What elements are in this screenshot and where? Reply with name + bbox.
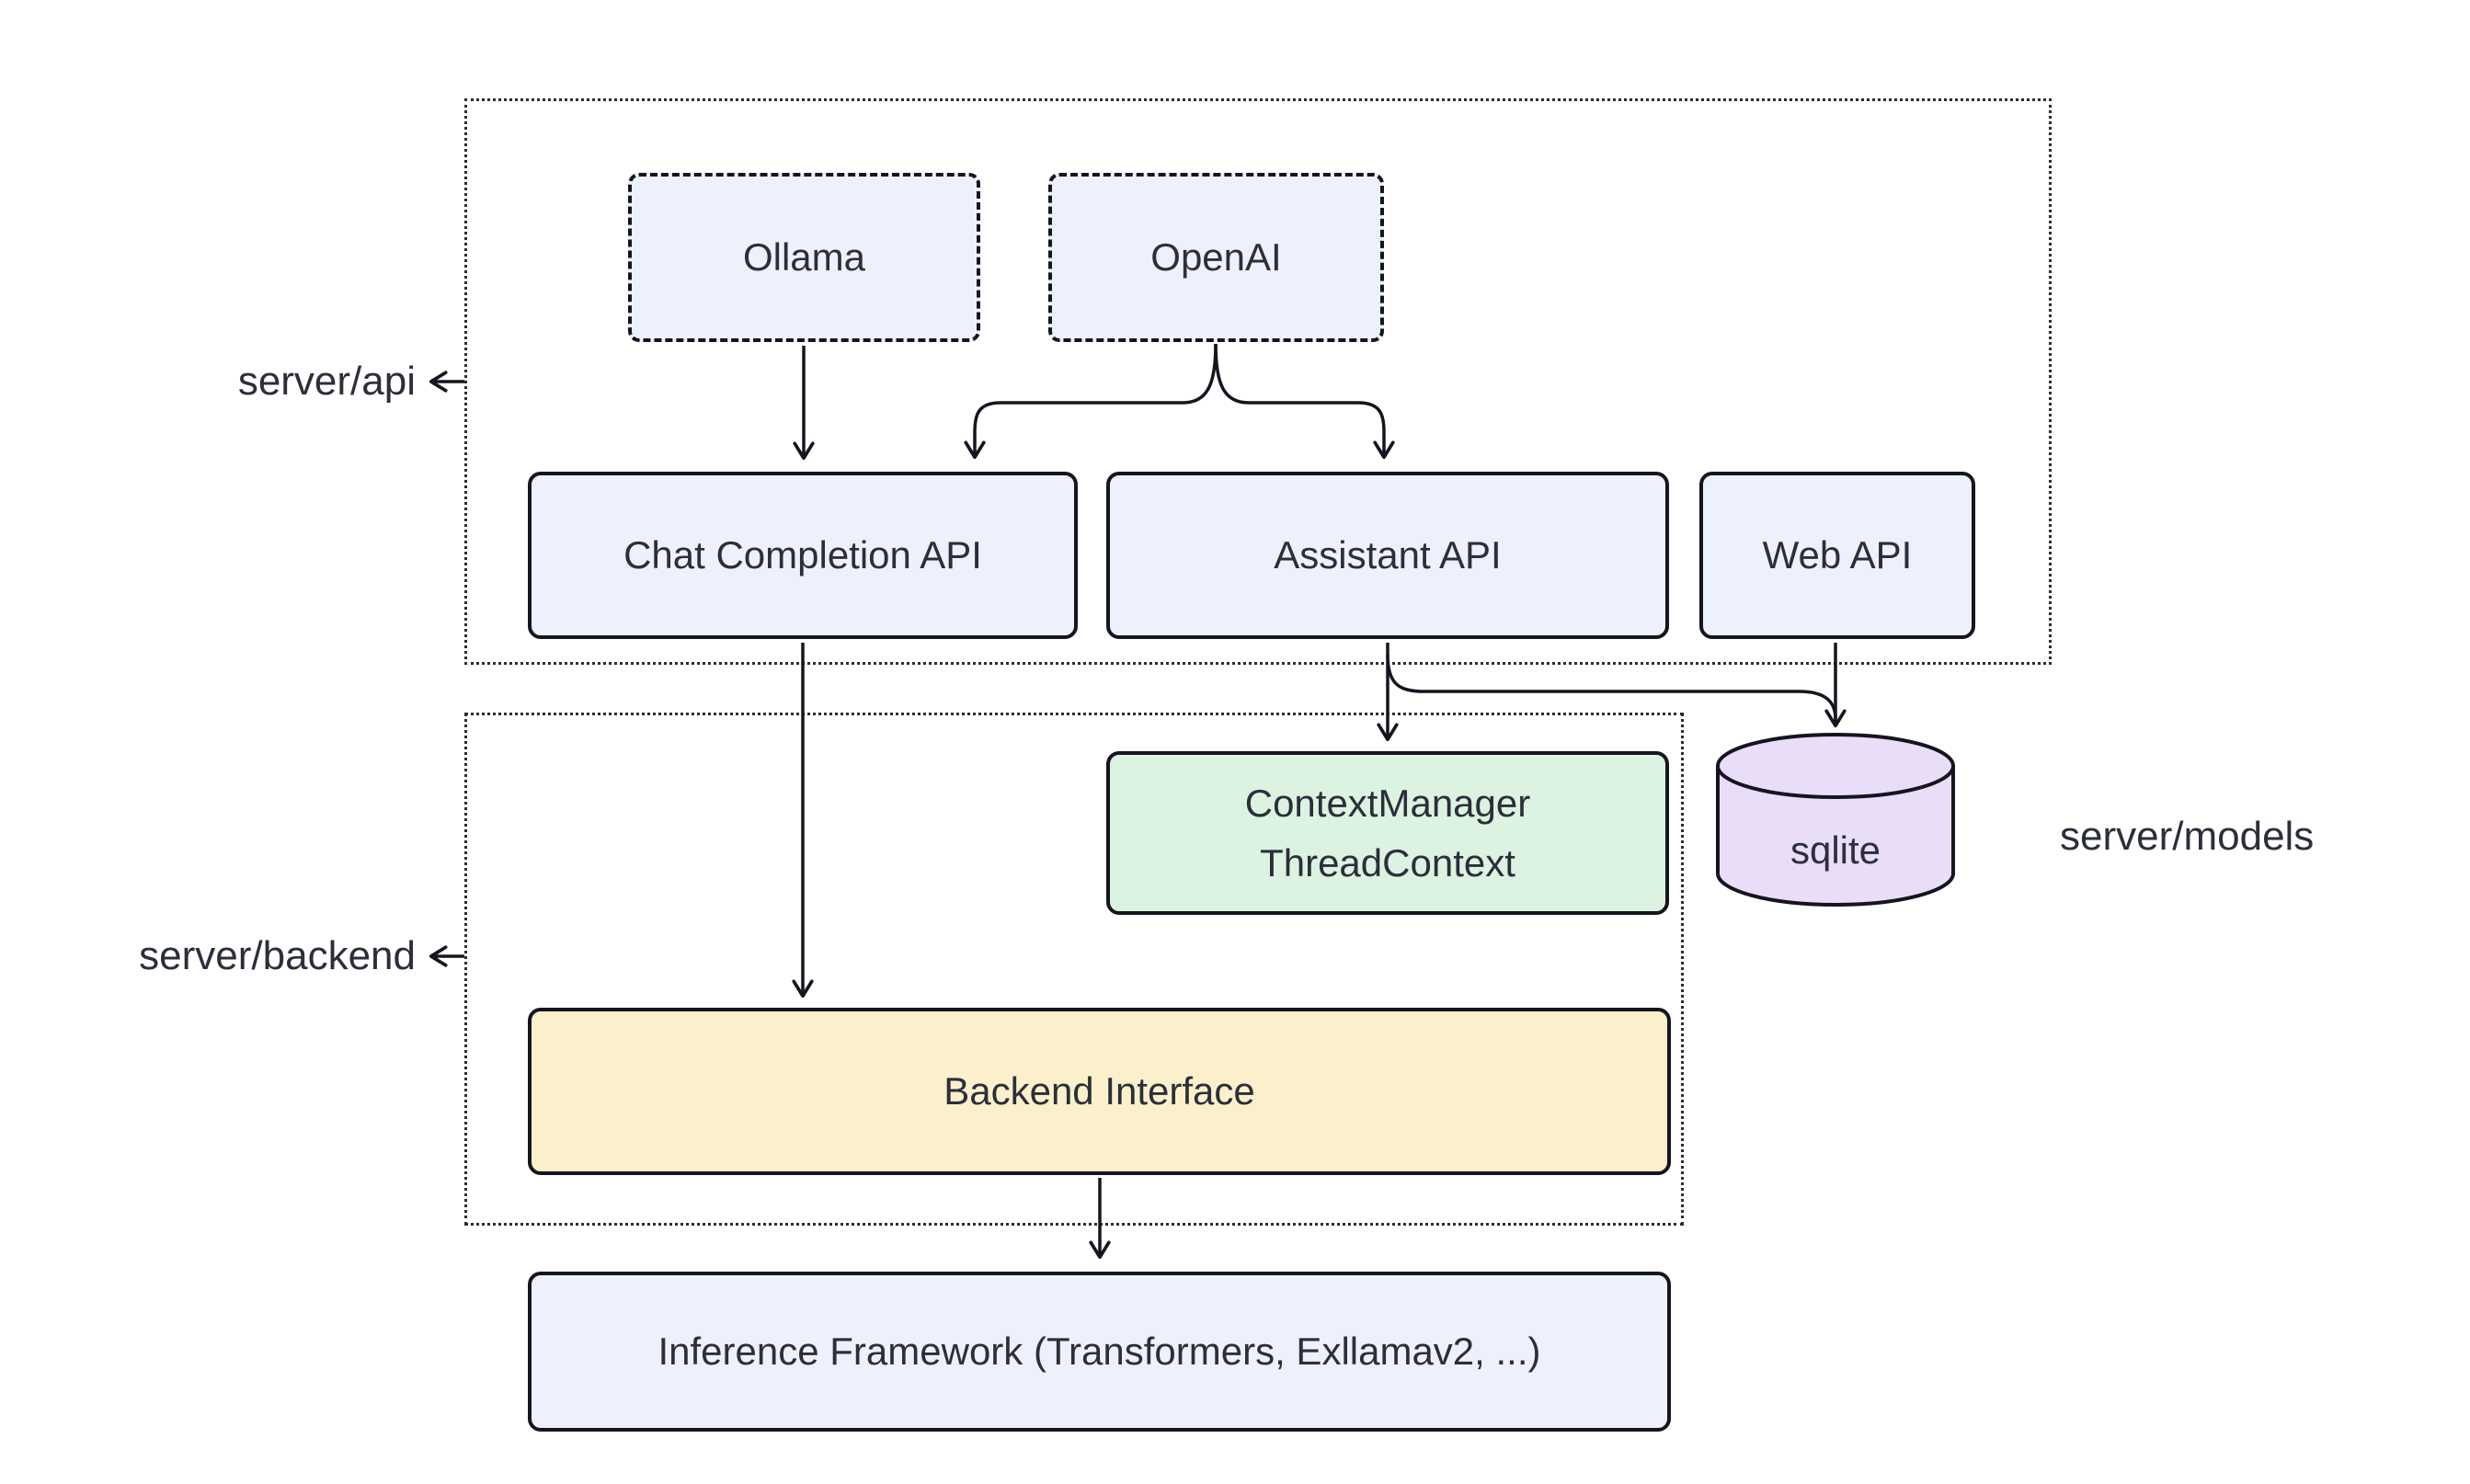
node-context-manager-line2: ThreadContext: [1260, 841, 1515, 885]
node-openai-label: OpenAI: [1150, 235, 1282, 280]
node-sqlite-label: sqlite: [1790, 828, 1881, 872]
server-api-container: [464, 98, 2052, 665]
node-chat-completion-api-label: Chat Completion API: [623, 533, 982, 577]
node-assistant-api-label: Assistant API: [1274, 533, 1502, 577]
server-models-label: server/models: [2060, 814, 2315, 859]
node-inference-framework-label: Inference Framework (Transformers, Exlla…: [658, 1330, 1541, 1374]
node-backend-interface-label: Backend Interface: [943, 1069, 1255, 1113]
node-context-manager: ContextManager ThreadContext: [1106, 751, 1669, 915]
node-backend-interface: Backend Interface: [528, 1008, 1671, 1175]
node-web-api-label: Web API: [1762, 533, 1913, 577]
node-inference-framework: Inference Framework (Transformers, Exlla…: [528, 1272, 1671, 1432]
database-cylinder-icon: [1716, 733, 1955, 907]
node-context-manager-line1: ContextManager: [1244, 781, 1531, 825]
node-assistant-api: Assistant API: [1106, 472, 1669, 639]
server-api-label: server/api: [237, 359, 416, 404]
server-backend-label: server/backend: [139, 933, 416, 978]
node-ollama-label: Ollama: [742, 235, 866, 280]
node-web-api: Web API: [1699, 472, 1975, 639]
node-chat-completion-api: Chat Completion API: [528, 472, 1078, 639]
node-ollama: Ollama: [628, 173, 980, 342]
node-openai: OpenAI: [1048, 173, 1384, 342]
server-backend-container: [464, 713, 1684, 1226]
